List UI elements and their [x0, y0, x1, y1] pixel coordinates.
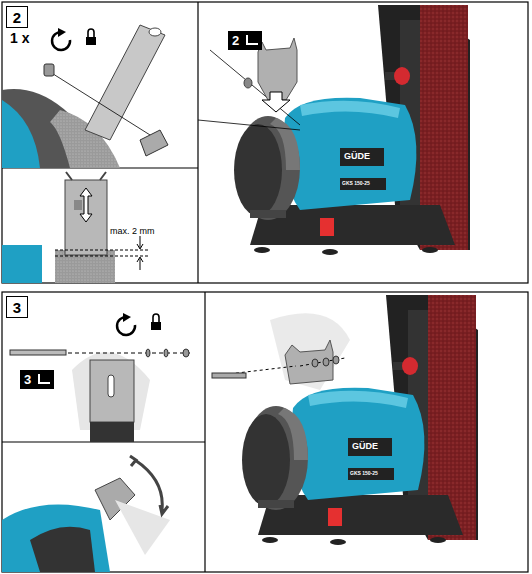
dimension-label: max. 2 mm [110, 226, 155, 236]
model-label: GKS 150-25 [342, 180, 370, 186]
tool-symbol [246, 35, 258, 45]
tool-symbol [38, 374, 50, 384]
node-text: 2 [13, 9, 21, 26]
node-text: 2 [232, 33, 239, 48]
node-text: 3 [13, 299, 21, 316]
brand-logo: GÜDE [352, 441, 378, 451]
node-text: 3 [24, 372, 31, 387]
model-label: GKS 150-25 [350, 470, 378, 476]
tool-icon: 2 [228, 31, 262, 50]
brand-logo: GÜDE [344, 151, 370, 161]
step-number: 3 [6, 296, 28, 318]
quantity-label: 1 x [10, 30, 29, 46]
tool-icon: 3 [20, 370, 54, 389]
step-number: 2 [6, 6, 28, 28]
